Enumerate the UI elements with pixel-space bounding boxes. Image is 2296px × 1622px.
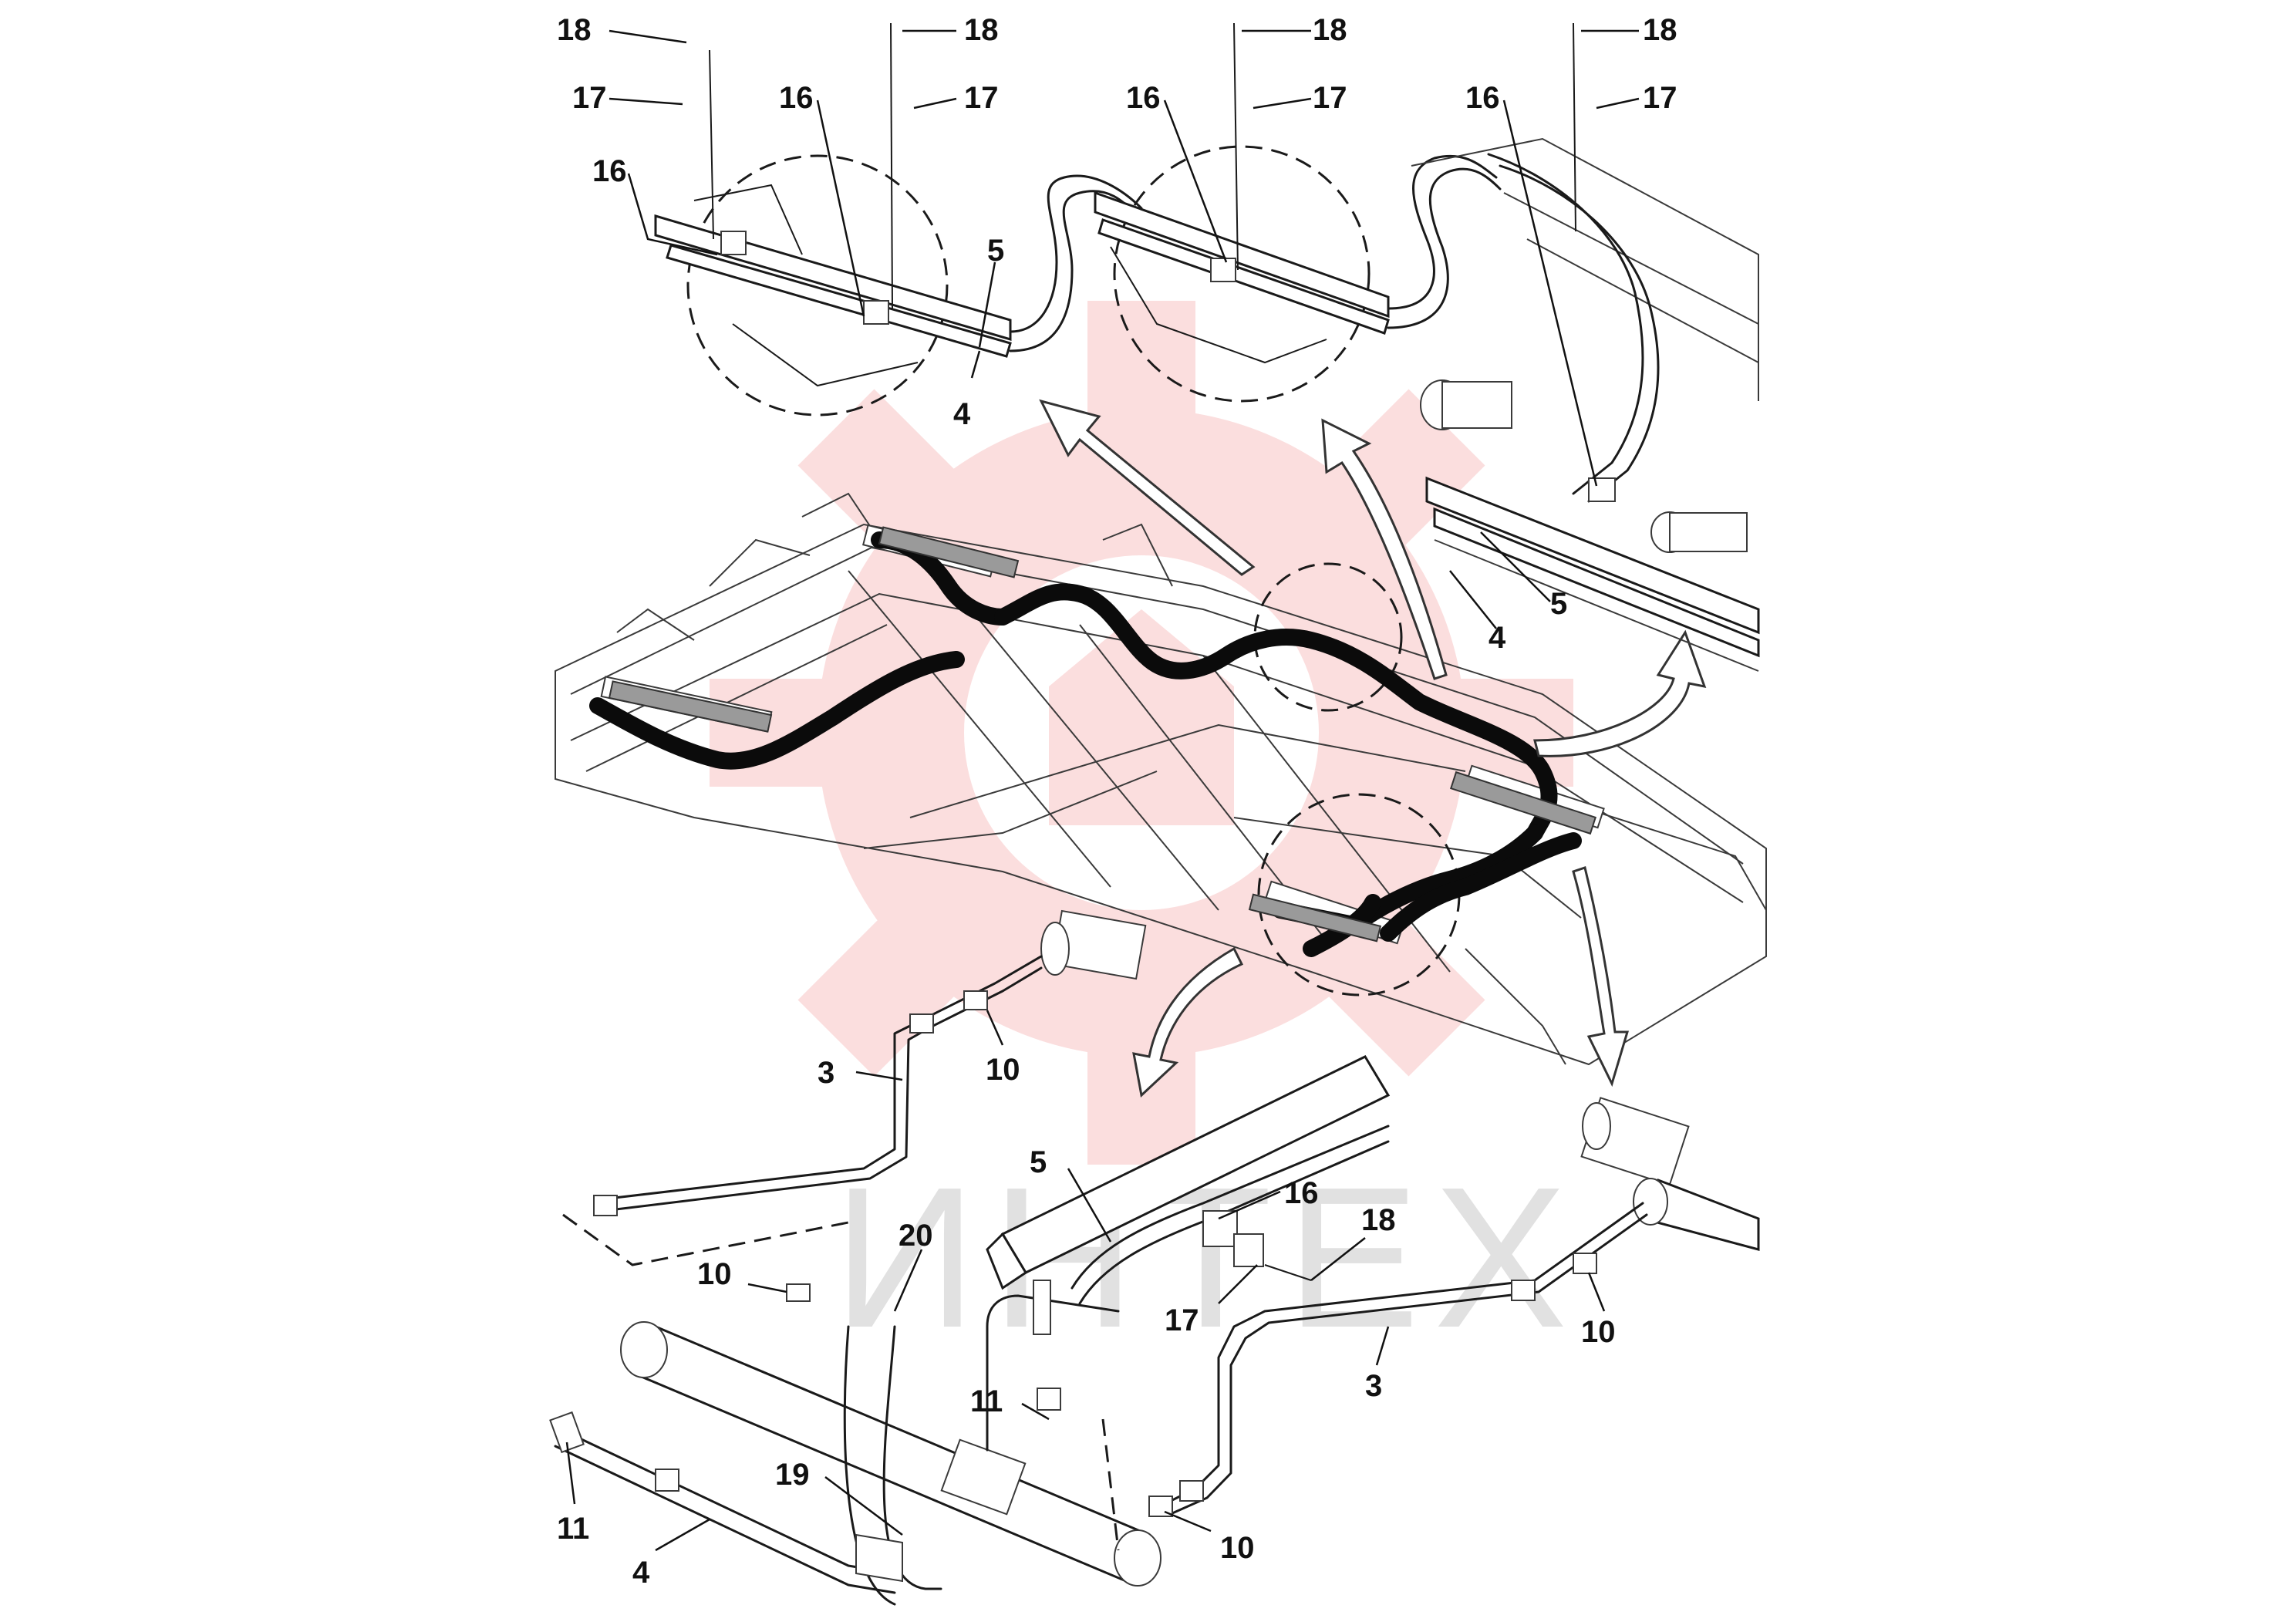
callout-17: 17	[1643, 81, 1677, 115]
boom-cylinders	[608, 526, 1597, 943]
watermark-logo	[710, 301, 1573, 1165]
callout-10: 10	[1581, 1315, 1616, 1349]
callout-20: 20	[899, 1219, 933, 1253]
detail-view-top-middle	[1094, 22, 1502, 403]
callout-18: 18	[1361, 1203, 1396, 1237]
callout-4: 4	[632, 1556, 650, 1590]
callout-10: 10	[697, 1257, 732, 1291]
callout-17: 17	[572, 81, 607, 115]
detail-view-top-left	[654, 22, 1143, 416]
callout-10: 10	[986, 1053, 1020, 1087]
callout-3: 3	[818, 1056, 834, 1090]
callout-3: 3	[1365, 1369, 1382, 1403]
callout-5: 5	[1030, 1145, 1047, 1179]
callout-16: 16	[1284, 1176, 1319, 1210]
callout-18: 18	[1643, 13, 1677, 47]
callout-17: 17	[1165, 1303, 1199, 1337]
detail-circle-upper	[1253, 562, 1403, 712]
leader-lines	[565, 29, 1640, 1552]
callout-16: 16	[779, 81, 814, 115]
detail-view-bottom-right	[1148, 1097, 1760, 1517]
callout-18: 18	[1313, 13, 1347, 47]
callout-labels: 18 17 16 16 18 17 18 16 17 18 16 17 5 4 …	[557, 13, 1677, 1590]
detail-view-top-right	[1411, 22, 1760, 672]
callout-5: 5	[987, 234, 1004, 268]
detail-view-bottom-left	[549, 909, 1161, 1606]
callout-16: 16	[592, 154, 627, 188]
callout-18: 18	[964, 13, 999, 47]
callout-19: 19	[775, 1458, 810, 1492]
callout-18: 18	[557, 13, 592, 47]
callout-10: 10	[1220, 1531, 1255, 1565]
callout-16: 16	[1126, 81, 1161, 115]
callout-16: 16	[1465, 81, 1500, 115]
callout-17: 17	[964, 81, 999, 115]
gear-icon	[710, 301, 1573, 1165]
callout-17: 17	[1313, 81, 1347, 115]
callout-4: 4	[1489, 621, 1506, 655]
callout-4: 4	[953, 397, 971, 431]
callout-5: 5	[1550, 587, 1567, 621]
detail-arrows	[1039, 399, 1707, 1098]
detail-view-bottom-middle	[986, 1055, 1391, 1411]
callout-11: 11	[557, 1512, 589, 1546]
callout-11: 11	[970, 1384, 1003, 1418]
